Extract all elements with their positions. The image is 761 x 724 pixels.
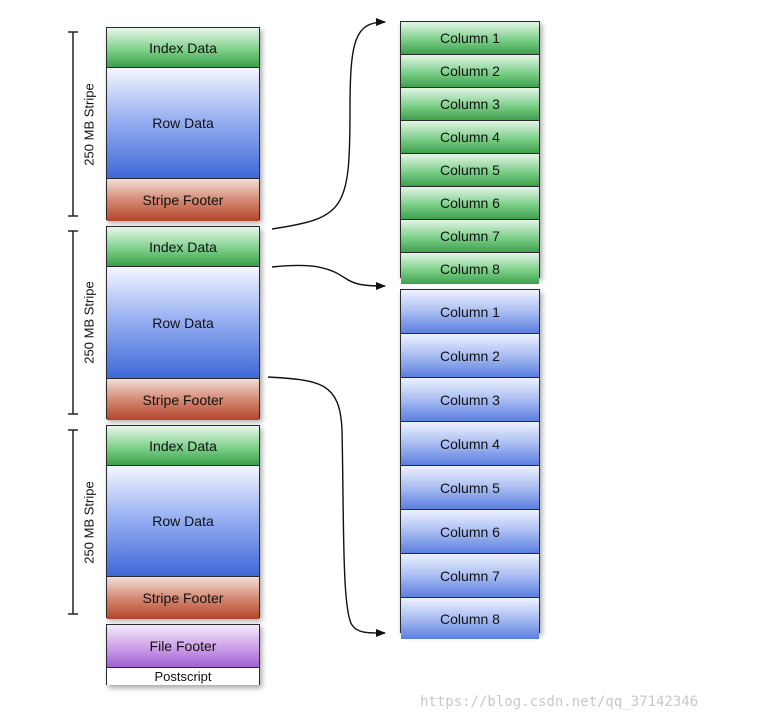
index-data-block: Index Data <box>107 426 259 466</box>
stripe-footer-block: Stripe Footer <box>107 379 259 420</box>
row-data-block: Row Data <box>107 267 259 379</box>
file-tail: File Footer Postscript <box>106 624 260 685</box>
row-columns: Column 1 Column 2 Column 3 Column 4 Colu… <box>400 289 540 639</box>
row-column: Column 1 <box>401 290 539 334</box>
index-column: Column 8 <box>401 253 539 284</box>
index-column: Column 4 <box>401 121 539 154</box>
index-column: Column 3 <box>401 88 539 121</box>
stripe-label-1: 250 MB Stripe <box>81 82 97 166</box>
index-to-columns-arrow <box>271 18 386 230</box>
stripe-2: Index Data Row Data Stripe Footer <box>106 226 260 420</box>
index-data-block: Index Data <box>107 227 259 267</box>
stripe-footer-block: Stripe Footer <box>107 179 259 221</box>
index-column: Column 7 <box>401 220 539 253</box>
index-column: Column 2 <box>401 55 539 88</box>
row-to-columns-bottom-arrow <box>267 376 386 638</box>
stripe-3: Index Data Row Data Stripe Footer <box>106 425 260 619</box>
row-data-block: Row Data <box>107 466 259 577</box>
index-column: Column 1 <box>401 22 539 55</box>
row-to-columns-top-arrow <box>271 264 386 290</box>
stripe-footer-block: Stripe Footer <box>107 577 259 619</box>
row-column: Column 2 <box>401 334 539 378</box>
row-column: Column 6 <box>401 510 539 554</box>
stripe-label-3: 250 MB Stripe <box>81 480 97 564</box>
file-footer-block: File Footer <box>107 625 259 668</box>
stripe-label-2: 250 MB Stripe <box>81 281 97 364</box>
stripe-bracket-2 <box>68 230 78 415</box>
row-data-block: Row Data <box>107 68 259 179</box>
index-column: Column 6 <box>401 187 539 220</box>
index-column: Column 5 <box>401 154 539 187</box>
watermark-text: https://blog.csdn.net/qq_37142346 <box>420 694 699 710</box>
index-data-block: Index Data <box>107 28 259 68</box>
stripe-bracket-3 <box>68 429 78 615</box>
row-column: Column 7 <box>401 554 539 598</box>
row-column: Column 8 <box>401 598 539 639</box>
row-column: Column 5 <box>401 466 539 510</box>
stripe-1: Index Data Row Data Stripe Footer <box>106 27 260 221</box>
stripe-bracket-1 <box>68 31 78 217</box>
postscript-block: Postscript <box>107 668 259 685</box>
row-column: Column 3 <box>401 378 539 422</box>
index-columns: Column 1 Column 2 Column 3 Column 4 Colu… <box>400 21 540 284</box>
row-column: Column 4 <box>401 422 539 466</box>
